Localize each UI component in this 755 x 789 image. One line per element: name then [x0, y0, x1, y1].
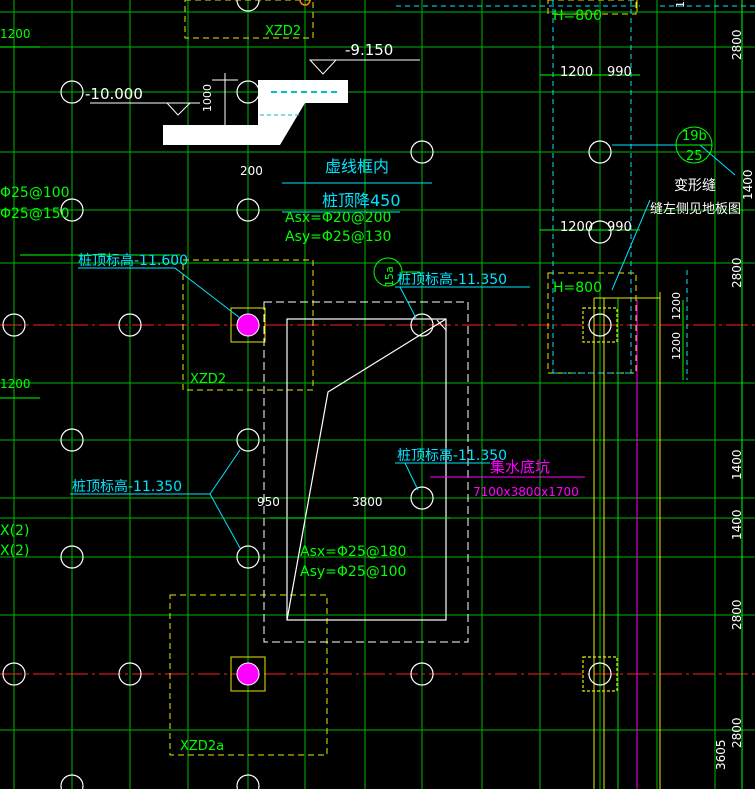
pile — [118, 313, 142, 337]
pile — [410, 486, 434, 510]
detail-circle-bottom: 25 — [686, 149, 703, 164]
dim-right-1200-b: 1200 — [670, 332, 683, 360]
pile — [236, 428, 260, 452]
pile — [60, 774, 84, 789]
pile-top-1135-a: 桩顶标高-11.350 — [397, 271, 507, 288]
pile — [236, 0, 260, 12]
dim-right-3605: 3605 — [714, 739, 728, 770]
pile-cap-outlines — [169, 0, 637, 756]
dim-right-1200-top: 1200 — [674, 0, 687, 8]
pile — [236, 774, 260, 789]
dim-1200-b: 1200 — [560, 220, 593, 235]
pit-label: 集水底坑 — [490, 458, 550, 476]
deform-note: 缝左侧见地板图 — [650, 202, 741, 217]
pile — [236, 198, 260, 222]
pile-top-1160: 桩顶标高-11.600 — [78, 252, 188, 269]
dim-h800-mid: H=800 — [553, 280, 602, 296]
rebar-15a: 15a — [383, 266, 396, 287]
pile — [410, 140, 434, 164]
xzd2-top-label: XZD2 — [265, 24, 301, 39]
highlighted-pile — [236, 313, 260, 337]
dim-right-2800-c: 2800 — [730, 599, 744, 630]
asx-top: Asx=Φ20@200 — [285, 210, 391, 226]
pile — [2, 313, 26, 337]
piles — [2, 0, 618, 789]
red-axis-lines — [0, 324, 755, 675]
pile — [410, 662, 434, 686]
dim-1200-a: 1200 — [560, 65, 593, 80]
pile-top-1135-left: 桩顶标高-11.350 — [72, 478, 182, 495]
dim-right-1200-a: 1200 — [670, 292, 683, 320]
dim-h800-top: H=800 — [553, 8, 602, 24]
left-rebar-line1: Φ25@100 — [0, 185, 70, 201]
dim-3800: 3800 — [352, 495, 383, 509]
left-x2-b: X(2) — [0, 543, 29, 559]
deform-joint: 变形缝 — [674, 178, 716, 194]
dim-left-1200-top: 1200 — [0, 27, 31, 41]
dashed-box-title1: 虚线框内 — [325, 157, 389, 176]
asy-bottom: Asy=Φ25@100 — [300, 564, 406, 580]
pile — [588, 140, 612, 164]
dim-990-b: 990 — [607, 220, 632, 235]
right-wall-lines — [593, 0, 661, 789]
pile — [60, 545, 84, 569]
pile — [2, 662, 26, 686]
pile — [118, 662, 142, 686]
dim-right-2800-b: 2800 — [730, 257, 744, 288]
xzd2-mid-label: XZD2 — [190, 372, 226, 387]
pile-top-1135-b: 桩顶标高-11.350 — [397, 447, 507, 464]
xzd2a-label: XZD2a — [180, 739, 224, 754]
pile — [60, 80, 84, 104]
dim-right-1400-b: 1400 — [730, 509, 744, 540]
pile — [236, 545, 260, 569]
dim-990-a: 990 — [607, 65, 632, 80]
asy-top: Asy=Φ25@130 — [285, 229, 391, 245]
pile — [236, 80, 260, 104]
rebar-circles — [373, 257, 420, 287]
dim-left-1200-mid: 1200 — [0, 377, 31, 391]
dim-right-1400-top: 1400 — [741, 169, 755, 200]
highlighted-piles — [230, 307, 266, 692]
sump-pit — [263, 301, 469, 643]
pile — [588, 313, 612, 337]
elevation-right: -9.150 — [345, 41, 393, 59]
detail-symbol — [675, 126, 713, 164]
elevation-left: -10.000 — [85, 85, 143, 103]
dim-950: 950 — [257, 495, 280, 509]
dim-right-2800-a: 2800 — [730, 29, 744, 60]
pile — [588, 220, 612, 244]
left-x2-a: X(2) — [0, 523, 29, 539]
pile — [588, 662, 612, 686]
pit-size: 7100x3800x1700 — [473, 485, 579, 499]
dim-right-2800-d: 2800 — [730, 717, 744, 748]
section-view — [90, 59, 420, 145]
dim-right-1400-a: 1400 — [730, 449, 744, 480]
detail-circle-top: 19b — [682, 129, 707, 144]
dim-200: 200 — [240, 164, 263, 178]
highlighted-pile — [236, 662, 260, 686]
dim-1000: 1000 — [201, 84, 214, 112]
left-rebar-line2: Φ25@150 — [0, 206, 70, 222]
top-marker — [299, 0, 311, 6]
pile — [60, 428, 84, 452]
asx-bottom: Asx=Φ25@180 — [300, 544, 406, 560]
pile — [60, 198, 84, 222]
dashed-box-title2: 桩顶降450 — [322, 191, 401, 210]
pile — [410, 313, 434, 337]
